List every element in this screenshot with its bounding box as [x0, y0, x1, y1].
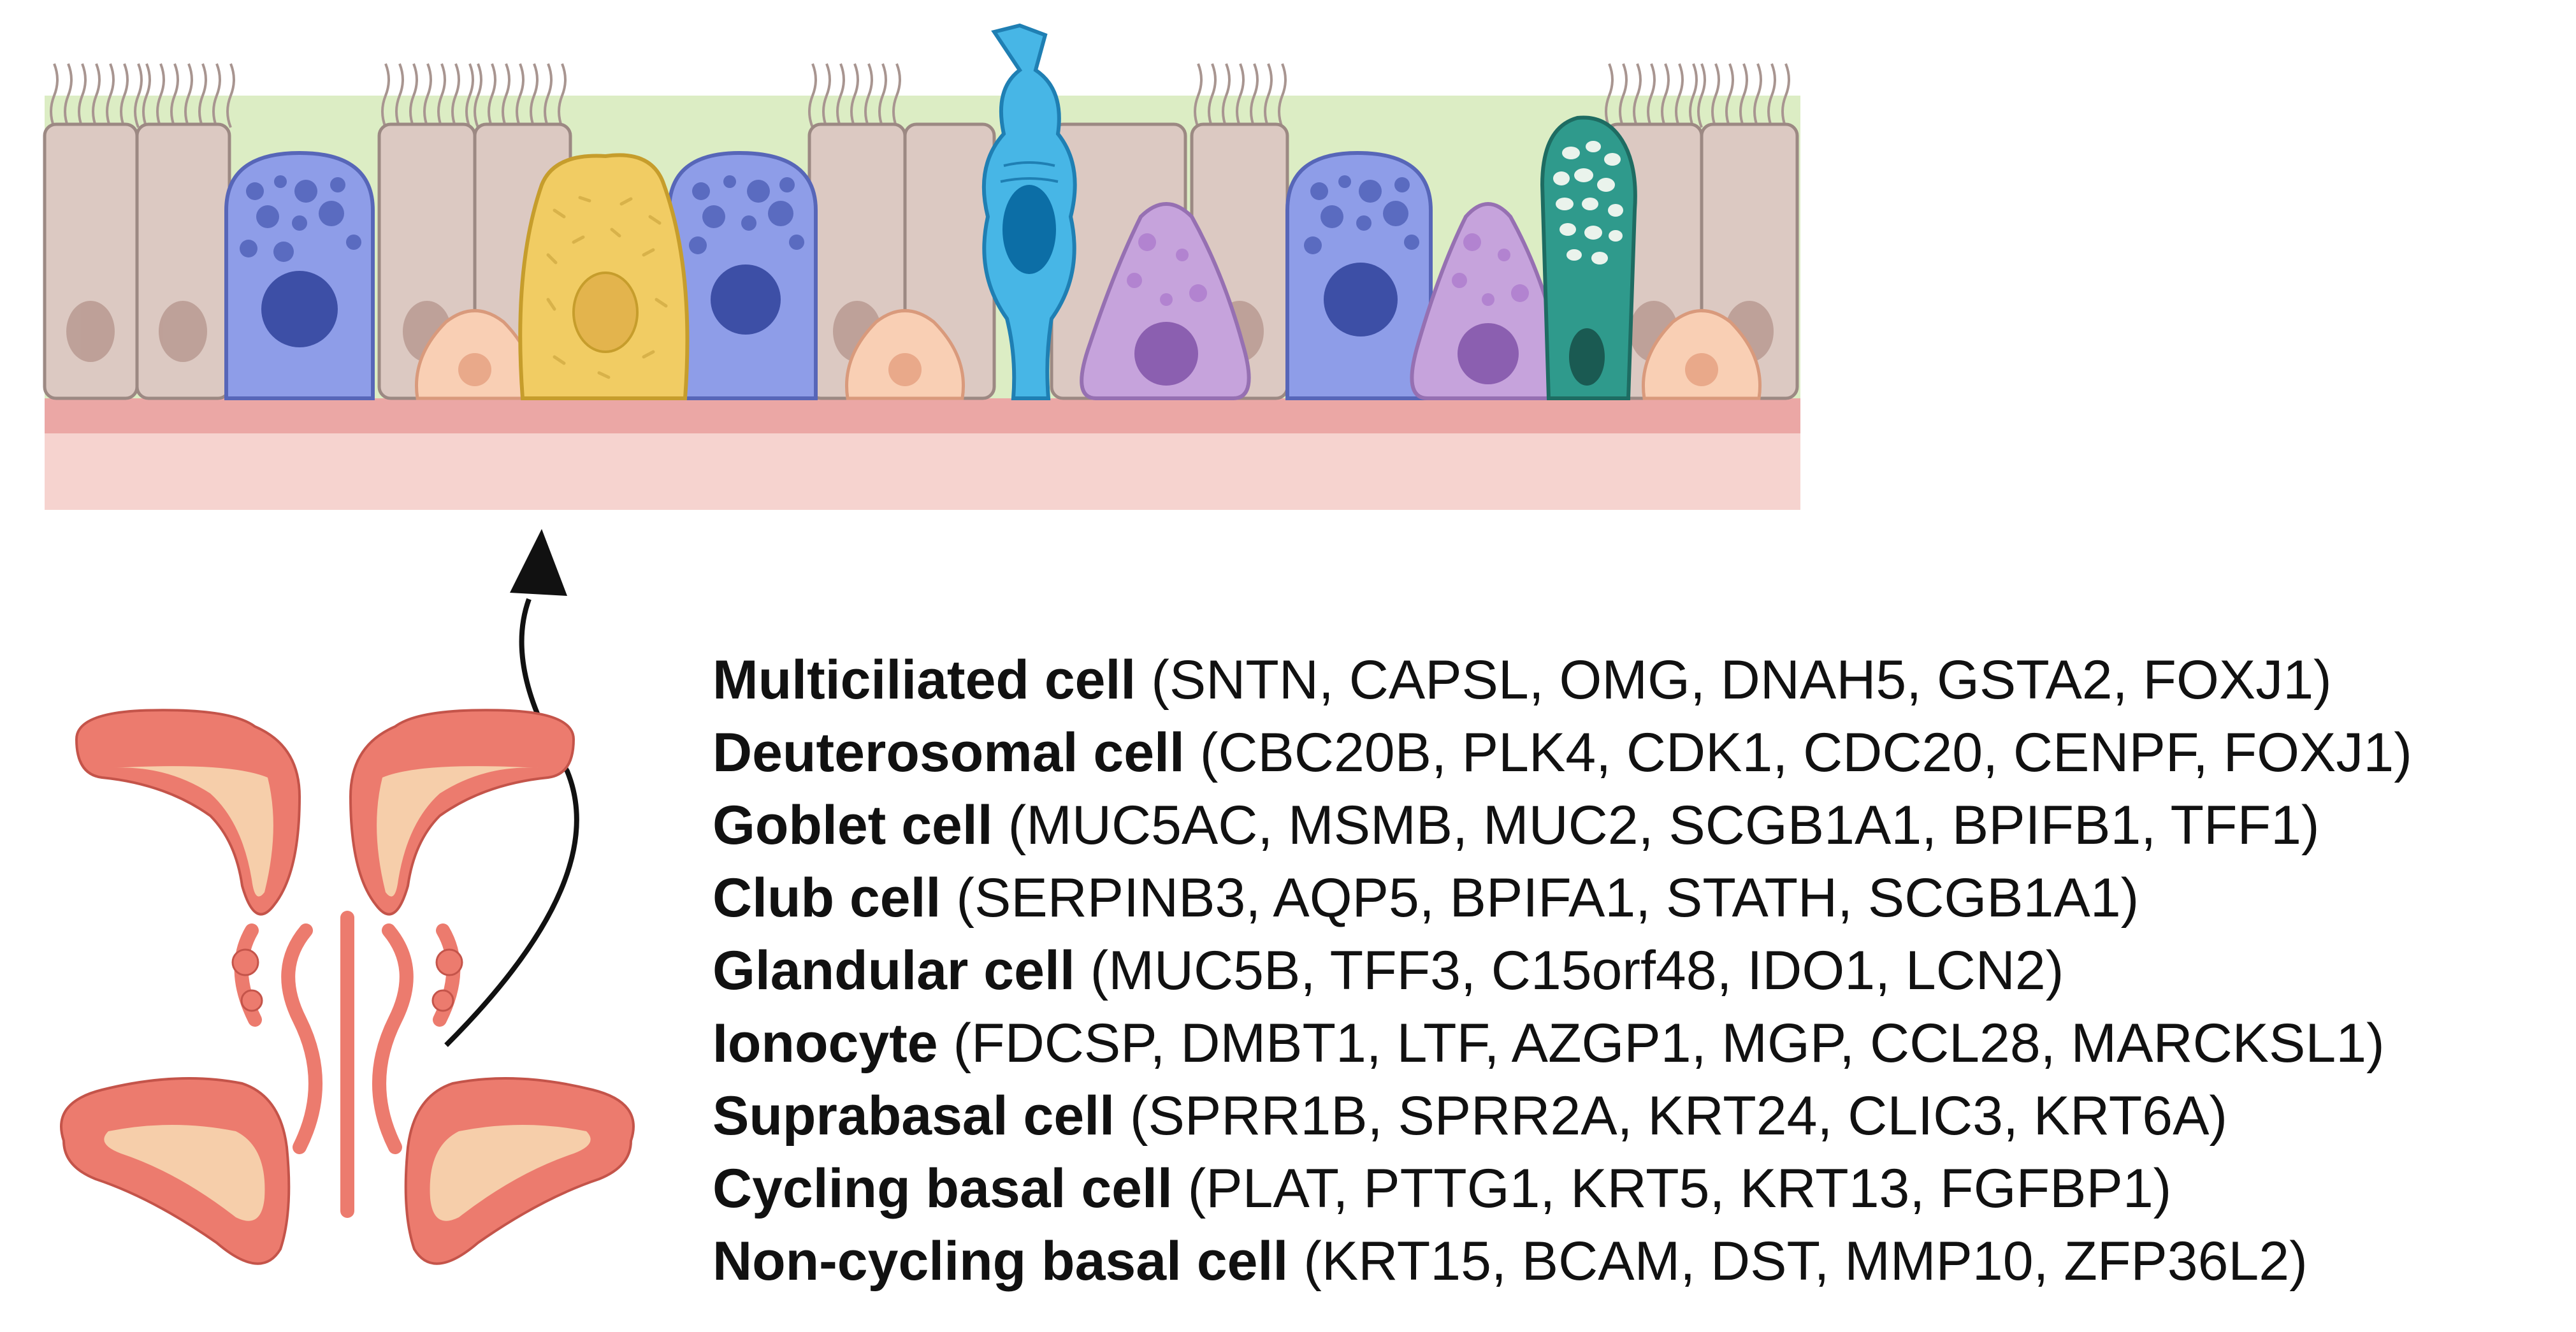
cell-marker-legend: Multiciliated cell (SNTN, CAPSL, OMG, DN…	[713, 644, 2561, 1298]
glandular-cell	[1540, 115, 1637, 400]
cell-type-label: Glandular cell	[713, 940, 1075, 1001]
frontal-sinus-right	[349, 709, 575, 916]
legend-row-cycling-basal: Cycling basal cell (PLAT, PTTG1, KRT5, K…	[713, 1152, 2561, 1225]
sinus-diagram	[60, 709, 635, 1265]
marker-genes: (MUC5AC, MSMB, MUC2, SCGB1A1, BPIFB1, TF…	[1008, 795, 2320, 856]
cell-type-label: Goblet cell	[713, 795, 993, 856]
cell-type-label: Cycling basal cell	[713, 1158, 1173, 1219]
suprabasal-cell	[1641, 309, 1762, 400]
marker-genes: (SPRR1B, SPRR2A, KRT24, CLIC3, KRT6A)	[1129, 1085, 2228, 1147]
legend-row-suprabasal: Suprabasal cell (SPRR1B, SPRR2A, KRT24, …	[713, 1080, 2561, 1152]
legend-row-goblet: Goblet cell (MUC5AC, MSMB, MUC2, SCGB1A1…	[713, 789, 2561, 862]
pointer-arrow	[444, 598, 579, 1047]
cell-type-label: Ionocyte	[713, 1013, 938, 1074]
goblet-cell	[667, 150, 818, 400]
basement-membrane	[45, 398, 1800, 433]
legend-row-non-cycling-basal: Non-cycling basal cell (KRT15, BCAM, DST…	[713, 1225, 2561, 1298]
marker-genes: (PLAT, PTTG1, KRT5, KRT13, FGFBP1)	[1187, 1158, 2172, 1219]
cell-type-label: Deuterosomal cell	[713, 722, 1185, 783]
cell-type-label: Multiciliated cell	[713, 649, 1136, 711]
marker-genes: (FDCSP, DMBT1, LTF, AZGP1, MGP, CCL28, M…	[953, 1013, 2385, 1074]
goblet-cell	[1285, 150, 1433, 400]
marker-genes: (CBC20B, PLK4, CDK1, CDC20, CENPF, FOXJ1…	[1199, 722, 2412, 783]
legend-row-deuterosomal: Deuterosomal cell (CBC20B, PLK4, CDK1, C…	[713, 716, 2561, 789]
frontal-sinus-left	[75, 709, 301, 916]
cell-type-label: Club cell	[713, 867, 941, 929]
marker-genes: (KRT15, BCAM, DST, MMP10, ZFP36L2)	[1303, 1231, 2308, 1292]
basal-cell	[1410, 202, 1565, 400]
basal-cell	[1080, 202, 1251, 400]
marker-genes: (SNTN, CAPSL, OMG, DNAH5, GSTA2, FOXJ1)	[1151, 649, 2332, 711]
marker-genes: (SERPINB3, AQP5, BPIFA1, STATH, SCGB1A1)	[956, 867, 2139, 929]
suprabasal-cell	[844, 309, 966, 400]
legend-row-glandular: Glandular cell (MUC5B, TFF3, C15orf48, I…	[713, 934, 2561, 1007]
marker-genes: (MUC5B, TFF3, C15orf48, IDO1, LCN2)	[1090, 940, 2064, 1001]
cell-type-label: Non-cycling basal cell	[713, 1231, 1289, 1292]
legend-row-club: Club cell (SERPINB3, AQP5, BPIFA1, STATH…	[713, 862, 2561, 934]
arrow-head-icon	[510, 529, 567, 596]
club-cell	[518, 153, 690, 400]
cell-type-label: Suprabasal cell	[713, 1085, 1115, 1147]
legend-row-ionocyte: Ionocyte (FDCSP, DMBT1, LTF, AZGP1, MGP,…	[713, 1007, 2561, 1080]
goblet-cell	[224, 150, 375, 400]
ionocyte	[981, 23, 1077, 400]
legend-row-multiciliated: Multiciliated cell (SNTN, CAPSL, OMG, DN…	[713, 644, 2561, 716]
